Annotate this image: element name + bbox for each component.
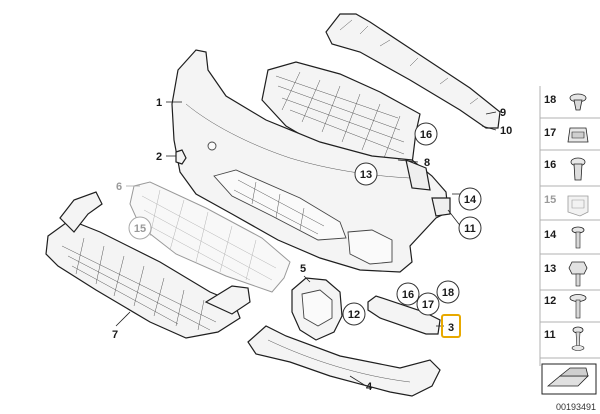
callout-18[interactable]: 18: [442, 287, 454, 299]
legend-item-16[interactable]: 16: [540, 157, 600, 187]
clip-part[interactable]: [175, 149, 187, 165]
callout-5[interactable]: 5: [300, 263, 306, 275]
legend-item-11[interactable]: 11: [540, 326, 600, 359]
callout-12[interactable]: 12: [348, 309, 360, 321]
legend-label-11: 11: [544, 329, 556, 341]
expanding-rivet-icon: [570, 157, 586, 181]
legend-item-17[interactable]: 17: [540, 127, 600, 151]
callout-16-lower[interactable]: 16: [402, 289, 414, 301]
legend-label-12: 12: [544, 295, 556, 307]
callout-4[interactable]: 4: [366, 381, 373, 393]
lower-trim-strip-part[interactable]: [367, 295, 441, 335]
legend-label-15: 15: [544, 194, 556, 206]
callout-16-upper[interactable]: 16: [420, 129, 432, 141]
callout-9[interactable]: 9: [500, 107, 506, 119]
bracket-clip-icon: [567, 195, 589, 217]
legend-label-13: 13: [544, 263, 556, 275]
callout-8[interactable]: 8: [424, 157, 430, 169]
screw-icon: [571, 226, 585, 249]
leader-lines: [115, 101, 497, 387]
callout-11[interactable]: 11: [464, 223, 476, 235]
flange-screw-icon: [569, 294, 587, 319]
callout-17[interactable]: 17: [422, 299, 434, 311]
legend-item-18[interactable]: 18: [540, 93, 600, 119]
legend-label-16: 16: [544, 159, 556, 171]
legend-item-14[interactable]: 14: [540, 226, 600, 255]
view-arrow-icon: [541, 363, 597, 395]
callout-15[interactable]: 15: [134, 223, 146, 235]
legend-item-12[interactable]: 12: [540, 294, 600, 323]
callout-1[interactable]: 1: [156, 97, 162, 109]
trim-strip-part[interactable]: [325, 13, 501, 129]
callout-2[interactable]: 2: [156, 151, 162, 163]
legend-label-17: 17: [544, 127, 556, 139]
legend-label-14: 14: [544, 229, 557, 241]
callout-10[interactable]: 10: [500, 125, 512, 137]
callout-7[interactable]: 7: [112, 329, 118, 341]
callout-3[interactable]: 3: [448, 322, 454, 334]
sheet-metal-screw-icon: [571, 326, 585, 351]
fog-bezel-part[interactable]: [291, 277, 343, 341]
hex-bolt-icon: [568, 261, 588, 287]
diagram-id-label: 00193491: [556, 402, 596, 412]
highlight-box: [441, 314, 461, 338]
legend-item-13[interactable]: 13: [540, 261, 600, 291]
callout-6[interactable]: 6: [116, 181, 122, 193]
fastener-legend: 18 17 16 15: [539, 86, 600, 395]
spoiler-lip-part[interactable]: [247, 325, 441, 397]
push-rivet-icon: [569, 93, 587, 111]
callouts: 1 2 6 7 5 8 9 10 4 16 13 14 11 15 16 18 …: [112, 97, 512, 393]
callout-13[interactable]: 13: [360, 169, 372, 181]
callout-14[interactable]: 14: [464, 194, 477, 206]
legend-label-18: 18: [544, 94, 556, 106]
lower-grille-part[interactable]: [45, 191, 251, 339]
legend-item-15[interactable]: 15: [540, 194, 600, 221]
bumper-cover-part[interactable]: [171, 49, 451, 273]
clip-nut-icon: [567, 127, 589, 143]
